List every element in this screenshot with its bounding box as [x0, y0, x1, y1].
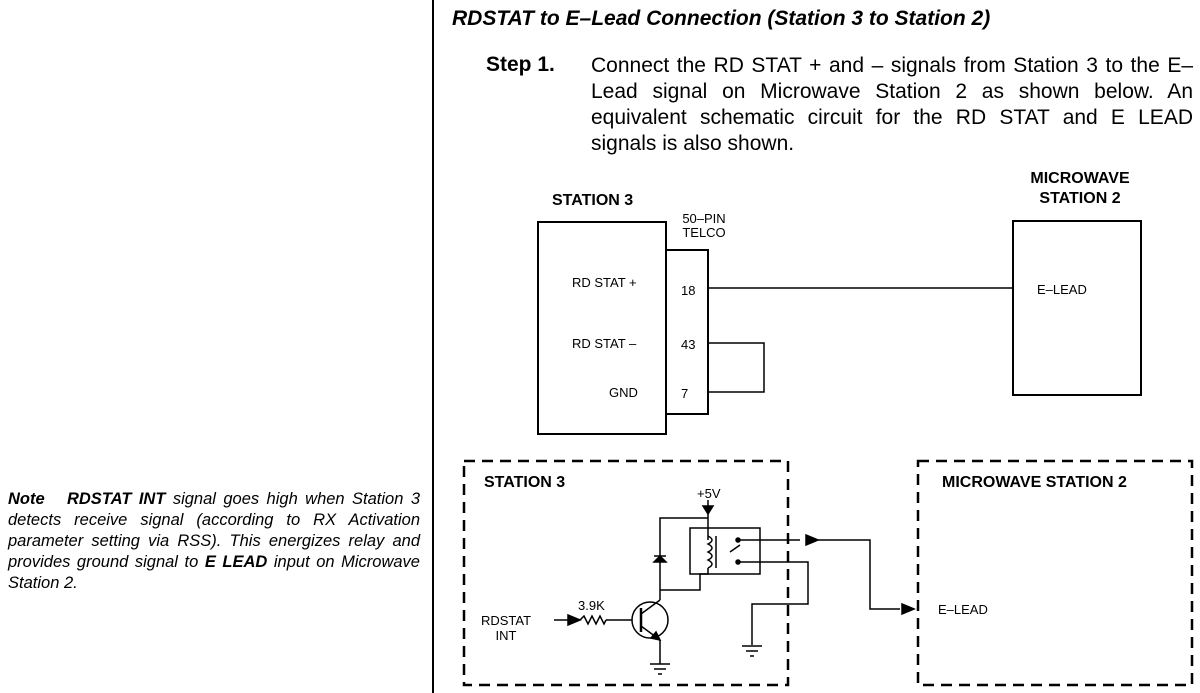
supply-label: +5V: [697, 486, 721, 501]
contact-arrow-icon: [805, 533, 820, 547]
step-text: Connect the RD STAT + and – signals from…: [591, 54, 1193, 155]
relay-coil-icon: [706, 535, 713, 569]
telco-connector-box: [665, 249, 709, 415]
note-text-1: signal goes high when Station 3 detects …: [8, 490, 420, 571]
bottom-elead-label: E–LEAD: [938, 602, 988, 617]
supply-arrow-icon: [701, 505, 715, 516]
top-station3-label: STATION 3: [552, 192, 634, 209]
signal-rdstat-plus: RD STAT +: [572, 275, 637, 290]
station3-dashed-box: [462, 459, 790, 687]
bottom-station3-label: STATION 3: [484, 474, 566, 491]
signal-rdstat-minus: RD STAT –: [572, 336, 637, 351]
diode-icon: [652, 554, 668, 563]
pin-7: 7: [681, 386, 689, 401]
jumper-43-to-7: [708, 342, 765, 393]
note-elead: E LEAD: [204, 553, 268, 571]
signal-gnd: GND: [609, 385, 638, 400]
input-arrow-icon: [567, 613, 582, 627]
top-microwave-label-line2: STATION 2: [1039, 190, 1121, 207]
pin-43: 43: [681, 337, 696, 352]
section-title: RDSTAT to E–Lead Connection (Station 3 t…: [452, 7, 991, 30]
top-microwave-label-line1: MICROWAVE: [1030, 170, 1130, 187]
ground-icon-right: [742, 645, 762, 657]
relay-circuit: [554, 500, 916, 675]
microwave-dashed-box: [916, 459, 1194, 687]
note-label: Note: [8, 490, 45, 508]
ground-icon-left: [650, 663, 670, 675]
elead-arrow-icon: [901, 602, 916, 616]
telco-label-line1: 50–PIN: [682, 211, 726, 226]
rdstat-int-line1: RDSTAT: [480, 613, 532, 628]
rdstat-int-label: RDSTAT INT: [474, 613, 538, 643]
column-divider: [432, 0, 434, 693]
relay-box: [689, 527, 761, 575]
note-text-2: input on Microwave Station 2.: [8, 553, 420, 592]
station3-box: [537, 221, 667, 435]
pin-18: 18: [681, 283, 696, 298]
telco-label-line2: TELCO: [682, 225, 726, 240]
rdstat-int-line2: INT: [495, 628, 517, 643]
step-label: Step 1.: [486, 53, 555, 76]
microwave-station2-box: [1012, 220, 1142, 396]
note-signal: RDSTAT INT: [66, 490, 166, 508]
resistor-icon: [579, 614, 607, 626]
resistor-label: 3.9K: [578, 598, 605, 613]
bottom-microwave-label: MICROWAVE STATION 2: [942, 474, 1127, 491]
top-microwave-label: MICROWAVE STATION 2: [1000, 169, 1160, 209]
telco-label: 50–PIN TELCO: [672, 212, 736, 240]
side-note: Note RDSTAT INT signal goes high when St…: [8, 489, 420, 594]
top-elead-label: E–LEAD: [1037, 282, 1087, 297]
